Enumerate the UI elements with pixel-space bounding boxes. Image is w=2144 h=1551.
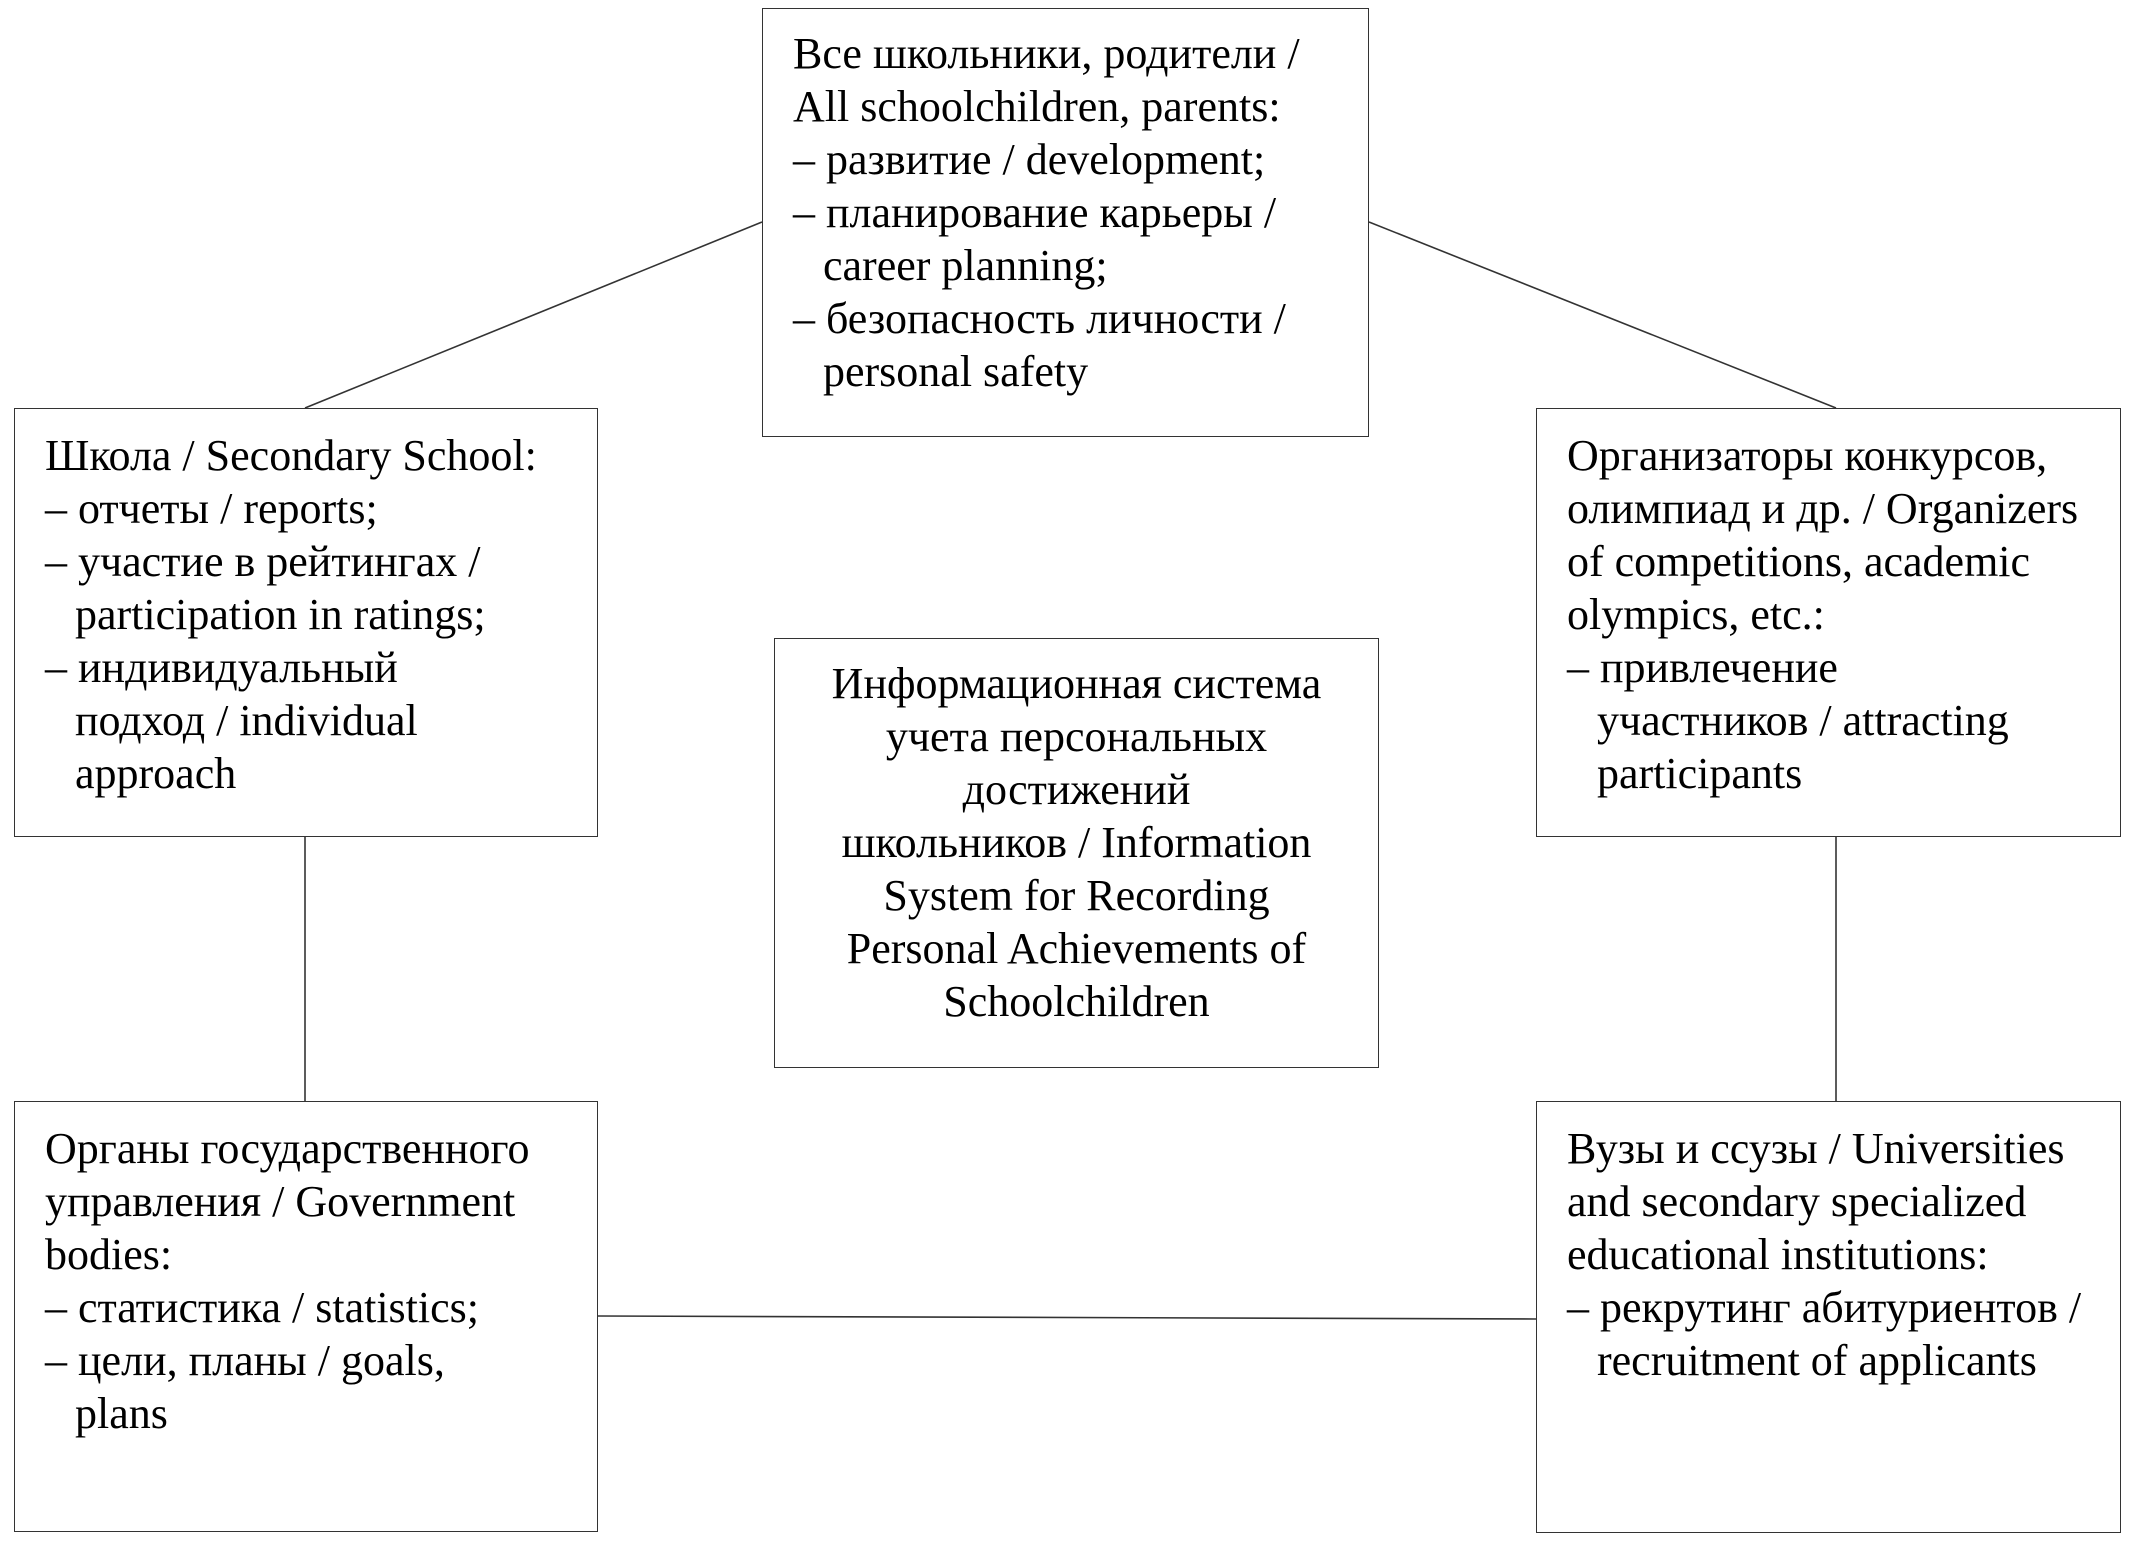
box-heading: Все школьники, родители / All schoolchil…: [793, 29, 1300, 131]
connector-top-to-school: [304, 221, 763, 409]
box-government-bodies: Органы государственного управления / Gov…: [14, 1101, 598, 1532]
box-universities: Вузы и ссузы / Universities and secondar…: [1536, 1101, 2121, 1533]
list-item: – планирование карьеры / career planning…: [793, 188, 1277, 290]
list-item: – рекрутинг абитуриентов / recruitment o…: [1567, 1283, 2082, 1385]
box-heading: Организаторы конкурсов, олимпиад и др. /…: [1567, 431, 2079, 639]
box-schoolchildren-parents: Все школьники, родители / All schoolchil…: [762, 8, 1369, 437]
box-competition-organizers: Организаторы конкурсов, олимпиад и др. /…: [1536, 408, 2121, 837]
list-item: – цели, планы / goals, plans: [45, 1336, 445, 1438]
list-item: – привлечение участников / attracting pa…: [1567, 643, 2009, 798]
connector-top-to-organizers: [1368, 221, 1837, 409]
box-heading: Органы государственного управления / Gov…: [45, 1124, 530, 1279]
list-item: – развитие / development;: [793, 135, 1266, 184]
list-item: – безопасность личности / personal safet…: [793, 294, 1286, 396]
box-heading: Информационная система учета персональны…: [831, 659, 1322, 1026]
box-secondary-school: Школа / Secondary School: – отчеты / rep…: [14, 408, 598, 837]
list-item: – статистика / statistics;: [45, 1283, 480, 1332]
list-item: – отчеты / reports;: [45, 484, 378, 533]
box-heading: Вузы и ссузы / Universities and secondar…: [1567, 1124, 2065, 1279]
connector-government-to-universities: [597, 1315, 1537, 1320]
box-heading: Школа / Secondary School:: [45, 431, 537, 480]
list-item: – индивидуальный подход / individual app…: [45, 643, 418, 798]
list-item: – участие в рейтингах / participation in…: [45, 537, 486, 639]
box-information-system: Информационная система учета персональны…: [774, 638, 1379, 1068]
